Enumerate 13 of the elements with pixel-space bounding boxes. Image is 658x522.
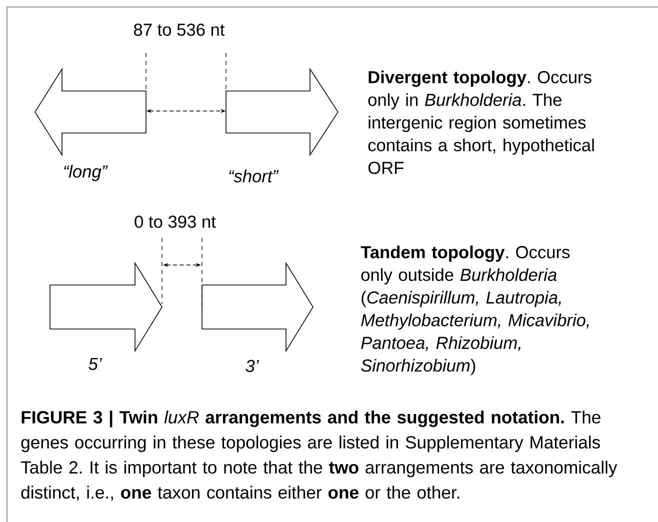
gene-arrow <box>50 262 162 352</box>
description-text: Tandem topology. Occurs only outside Burkholderia (Caenispirillum, Lautropia, Methylobacterium, Micavibrio, Pantoea, Rhizobium, Sinorhizobium) <box>360 246 589 376</box>
gene-label: 3’ <box>246 360 259 372</box>
gene-label: “long” <box>64 164 108 182</box>
gene-arrow <box>226 68 338 156</box>
gene-label: “short” <box>229 170 279 182</box>
gene-arrow <box>34 68 146 156</box>
dimension-label: 87 to 536 nt <box>134 24 225 36</box>
description-text: Divergent topology. Occurs only in Burkholderia. The intergenic region sometimes contains a short, hypothetical ORF <box>368 70 594 174</box>
dimension-label: 0 to 393 nt <box>134 216 216 228</box>
gene-arrow <box>202 262 314 352</box>
gene-label: 5’ <box>88 358 102 370</box>
figure-caption: FIGURE 3 | Twin luxR arrangements and the suggested notation. The genes occurring in these topologies are listed in Supplementary Materials Table 2. It is important to note that the two arrangements are taxonomically distinct, i.e., one taxon contains either one or the other. <box>21 410 618 501</box>
